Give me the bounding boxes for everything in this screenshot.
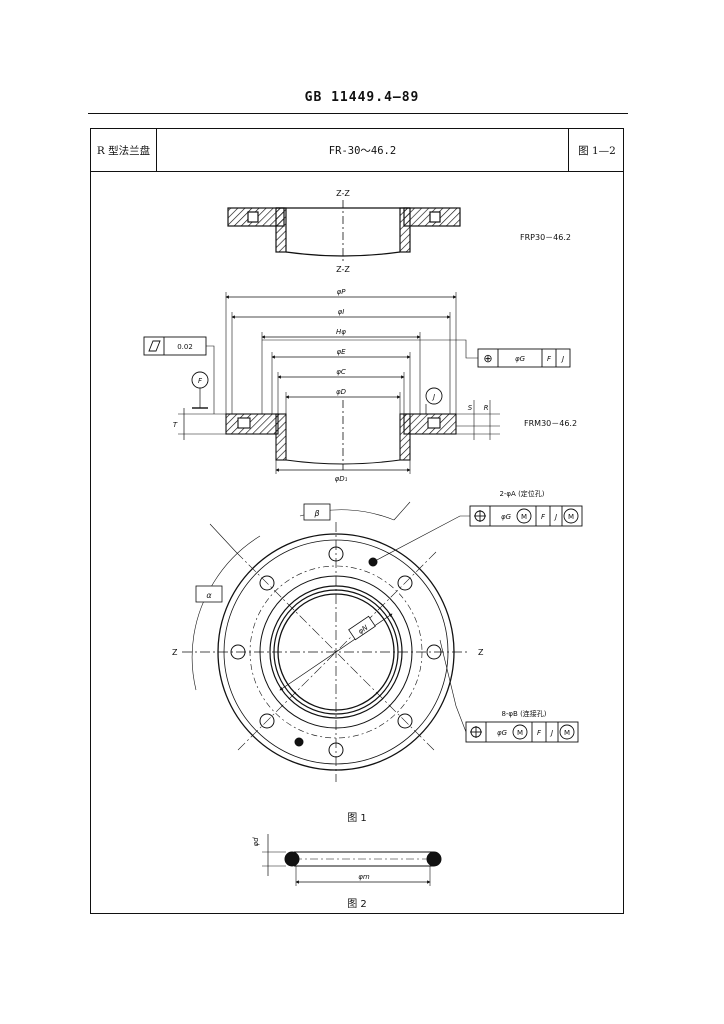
- holes-B-datum1: F: [537, 729, 542, 737]
- o-ring-view: [262, 834, 442, 886]
- alpha-tag: [195, 585, 223, 603]
- frp-label: FRP30－46.2: [520, 233, 571, 242]
- figure-number: 图 1—2: [578, 144, 616, 157]
- model-designation: FR-30～46.2: [157, 129, 569, 171]
- title-block: R 型法兰盘 FR-30～46.2 图 1—2: [91, 129, 623, 172]
- dim-alpha: α: [206, 591, 212, 600]
- holes-A-value: φG: [501, 513, 512, 521]
- beta-tag: [303, 503, 331, 521]
- dimension-labels: φP φI Hφ φE φC φD φD₁ T S R: [173, 288, 489, 483]
- holes-A-label: 2-φA (定位孔): [499, 489, 544, 498]
- dim-phiE: φE: [336, 348, 346, 356]
- dim-S: S: [468, 404, 473, 412]
- position-frame-E: [477, 348, 571, 368]
- datum-F-circle: [191, 371, 209, 389]
- flatness-value: 0.02: [177, 343, 193, 351]
- holes-A-mod: M: [521, 513, 527, 521]
- figure-1-caption: 图 1: [347, 812, 367, 824]
- dim-phiC: φC: [336, 368, 346, 376]
- dim-phid: φd: [252, 837, 260, 847]
- figure-2-caption: 图 2: [347, 898, 367, 910]
- holes-B-mod: M: [517, 729, 523, 737]
- position-E-datum1: F: [547, 355, 552, 363]
- frm-label: FRM30－46.2: [524, 419, 577, 428]
- holes-B-mod2: M: [564, 729, 570, 737]
- holes-A-datum1: F: [541, 513, 546, 521]
- position-E-symbol: ⊕: [483, 352, 492, 365]
- dim-T: T: [173, 421, 178, 429]
- dim-phiD1: φD₁: [335, 475, 348, 483]
- dim-R: R: [484, 404, 489, 412]
- section-label-bottom: Z-Z: [336, 265, 350, 274]
- holes-B-label: 8-φB (连接孔): [501, 709, 546, 718]
- frm-section-view: [178, 292, 500, 474]
- dim-phiP: φP: [337, 288, 347, 296]
- holes-B-frame: [465, 721, 579, 743]
- dim-phiD: φD: [336, 388, 347, 396]
- frp-section-view: Z-Z Z-Z: [227, 189, 461, 274]
- holes-A-mod2: M: [568, 513, 574, 521]
- type-name: R 型法兰盘: [91, 129, 157, 171]
- section-label-top: Z-Z: [336, 189, 350, 198]
- plan-axis-left: Z: [172, 648, 178, 657]
- holes-B-datum2: J: [549, 729, 553, 737]
- position-E-value: φG: [515, 355, 526, 363]
- datum-F-label: F: [198, 377, 203, 385]
- phiN-tag: [348, 615, 376, 641]
- holes-A-datum2: J: [553, 513, 557, 521]
- standard-header: GB 11449.4—89: [304, 90, 420, 105]
- flatness-frame: [143, 336, 207, 356]
- plan-axis-right: Z: [478, 648, 484, 657]
- dim-phiI: φI: [338, 308, 345, 316]
- datum-J-label: J: [431, 393, 435, 401]
- position-E-datum2: J: [560, 355, 564, 363]
- dim-Hphi: Hφ: [336, 328, 346, 336]
- flange-plan-view: [182, 501, 470, 782]
- drawing-frame: R 型法兰盘 FR-30～46.2 图 1—2: [90, 128, 624, 914]
- dim-beta: β: [313, 509, 319, 518]
- dim-phim: φm: [358, 873, 370, 881]
- holes-A-frame: [469, 505, 583, 527]
- datum-J-circle: [425, 387, 443, 405]
- holes-B-value: φG: [497, 729, 508, 737]
- header-rule: [88, 113, 628, 114]
